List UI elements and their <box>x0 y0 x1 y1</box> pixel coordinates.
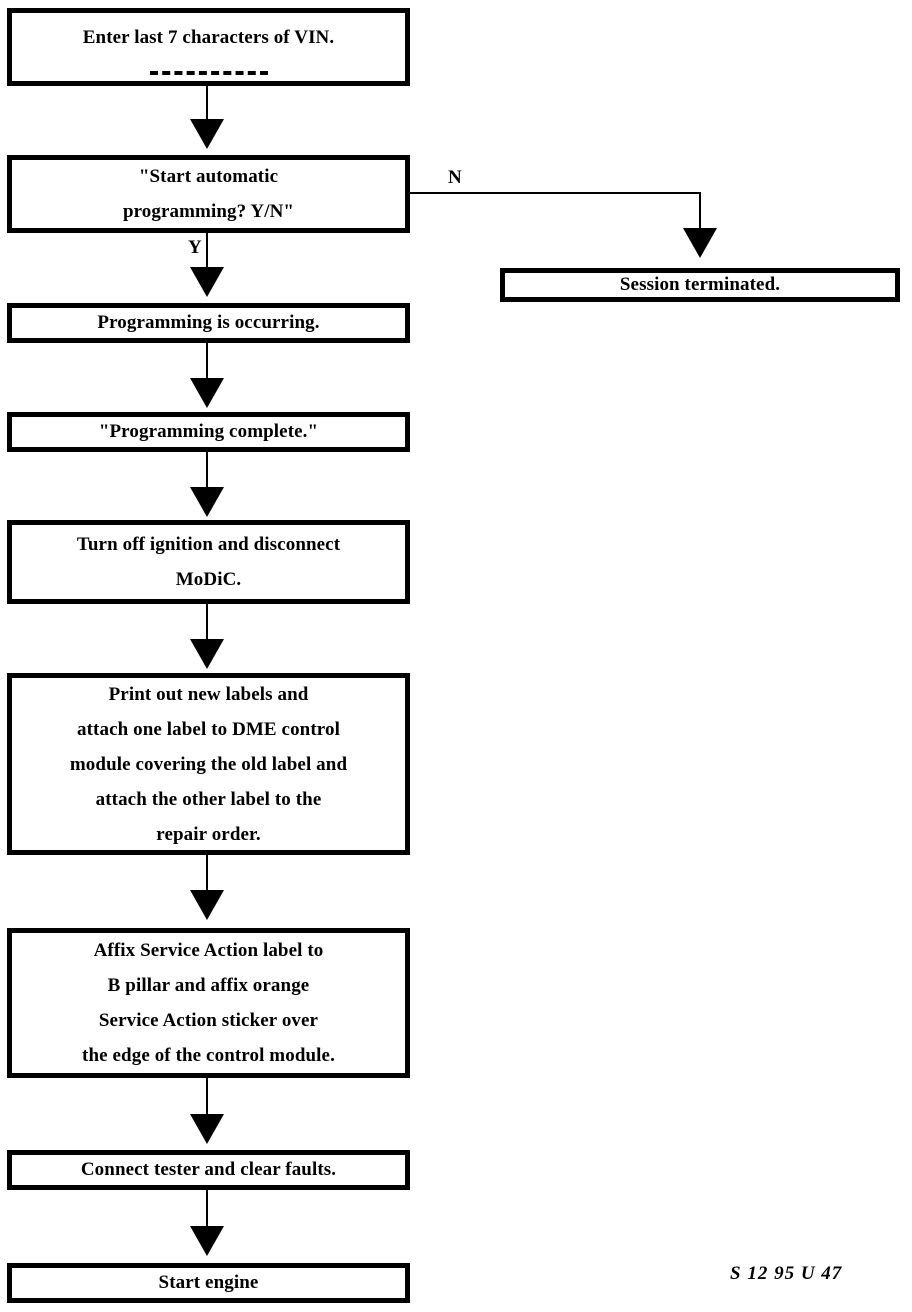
node-turn-off-ignition-line-1: MoDiC. <box>175 569 242 590</box>
arrow-programming-complete-to-turn-off-ignition <box>190 487 224 517</box>
arrow-start-auto-to-programming-occurring <box>190 267 224 297</box>
node-print-labels-line-2: module covering the old label and <box>69 753 348 775</box>
node-start-auto-programming[interactable]: "Start automatic programming? Y/N" <box>7 155 410 233</box>
node-connect-tester[interactable]: Connect tester and clear faults. <box>7 1150 410 1190</box>
node-start-auto-programming-line-1: programming? Y/N" <box>122 201 295 222</box>
node-start-engine-line-0: Start engine <box>158 1272 259 1293</box>
connector-print-labels-to-affix-service-action <box>206 855 208 898</box>
connector-start-auto-to-programming-occurring <box>206 233 208 273</box>
arrow-affix-service-action-to-connect-tester <box>190 1114 224 1144</box>
connector-connect-tester-to-start-engine <box>206 1190 208 1233</box>
vin-input-rule <box>149 70 268 75</box>
arrow-print-labels-to-affix-service-action <box>190 890 224 920</box>
arrow-turn-off-ignition-to-print-labels <box>190 639 224 669</box>
edge-label-yes: Y <box>188 237 202 258</box>
connector-turn-off-ignition-to-print-labels <box>206 604 208 646</box>
node-programming-complete-line-0: "Programming complete." <box>98 421 319 442</box>
connector-programming-occurring-to-complete <box>206 343 208 385</box>
node-programming-occurring-line-0: Programming is occurring. <box>97 312 320 333</box>
connector-no-branch-vertical <box>699 192 701 235</box>
connector-enter-vin-to-start-auto <box>206 86 208 127</box>
node-affix-service-action[interactable]: Affix Service Action label to B pillar a… <box>7 928 410 1078</box>
edge-label-no: N <box>448 167 462 188</box>
node-connect-tester-line-0: Connect tester and clear faults. <box>80 1159 337 1180</box>
node-print-labels-line-0: Print out new labels and <box>108 683 309 705</box>
connector-programming-complete-to-turn-off-ignition <box>206 452 208 494</box>
node-turn-off-ignition[interactable]: Turn off ignition and disconnect MoDiC. <box>7 520 410 604</box>
arrow-enter-vin-to-start-auto <box>190 119 224 149</box>
node-session-terminated-line-0: Session terminated. <box>619 274 781 295</box>
arrow-no-branch-to-session-terminated <box>683 228 717 258</box>
node-affix-service-action-line-3: the edge of the control module. <box>82 1045 335 1066</box>
node-start-auto-programming-line-0: "Start automatic <box>138 166 279 187</box>
node-print-labels-line-3: attach the other label to the <box>95 788 322 810</box>
node-enter-vin-line-0: Enter last 7 characters of VIN. <box>82 26 335 48</box>
arrow-connect-tester-to-start-engine <box>190 1226 224 1256</box>
node-affix-service-action-line-1: B pillar and affix orange <box>107 975 310 996</box>
footer-reference-code: S 12 95 U 47 <box>730 1263 843 1284</box>
node-programming-complete[interactable]: "Programming complete." <box>7 412 410 452</box>
node-programming-occurring[interactable]: Programming is occurring. <box>7 303 410 343</box>
node-print-labels[interactable]: Print out new labels and attach one labe… <box>7 673 410 855</box>
node-print-labels-line-1: attach one label to DME control <box>77 718 340 740</box>
node-start-engine[interactable]: Start engine <box>7 1263 410 1303</box>
node-affix-service-action-line-0: Affix Service Action label to <box>93 940 324 961</box>
node-enter-vin[interactable]: Enter last 7 characters of VIN. <box>7 8 410 86</box>
node-session-terminated[interactable]: Session terminated. <box>500 268 900 302</box>
node-print-labels-line-4: repair order. <box>156 823 261 845</box>
connector-affix-service-action-to-connect-tester <box>206 1078 208 1121</box>
node-affix-service-action-line-2: Service Action sticker over <box>98 1010 319 1031</box>
node-turn-off-ignition-line-0: Turn off ignition and disconnect <box>76 534 341 555</box>
connector-no-branch-horizontal <box>410 192 701 194</box>
arrow-programming-occurring-to-complete <box>190 378 224 408</box>
